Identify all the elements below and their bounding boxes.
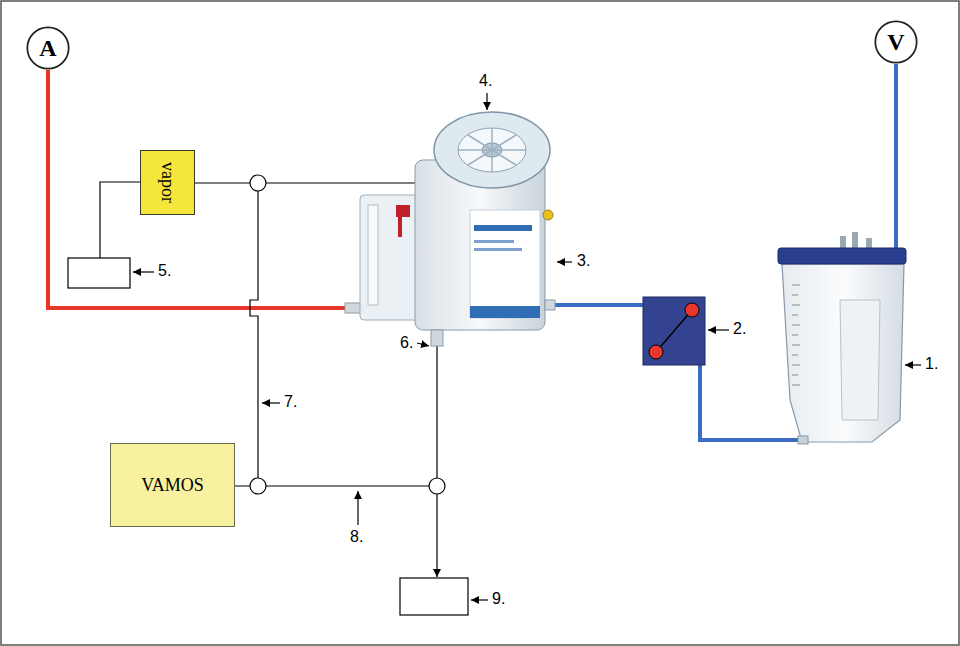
leader-arrow (708, 329, 729, 330)
reservoir-body (782, 264, 904, 442)
reservoir-filter (840, 300, 880, 420)
callout-number: 8. (350, 528, 363, 546)
leader-arrow (357, 491, 358, 525)
circle-shape (875, 21, 916, 62)
gas-line-7 (250, 191, 258, 478)
pump-roller-arm (656, 310, 692, 352)
node-label: V (887, 29, 904, 56)
scavenging-box (400, 578, 468, 615)
pump-roller (685, 303, 699, 317)
reservoir-lid (778, 248, 906, 264)
oxygenator-knob (543, 210, 553, 220)
blood-line (555, 303, 643, 307)
oxygenator-valve (398, 217, 402, 237)
exhaust-line (436, 346, 437, 577)
leader-arrow (133, 271, 154, 272)
pump-roller (649, 345, 663, 359)
callout-number: 5. (158, 262, 171, 280)
leader-arrow (486, 93, 487, 110)
oxygenator-port (431, 330, 443, 346)
leader-arrow (557, 261, 572, 262)
gas-line (100, 182, 140, 258)
pump-box (643, 297, 705, 365)
callout-number: 2. (733, 320, 746, 338)
oxygenator-cap (434, 112, 550, 188)
artery-circle: A (26, 26, 70, 70)
node-label: A (39, 35, 56, 62)
callout-number: 9. (492, 590, 505, 608)
leader-arrow (262, 402, 280, 403)
circle-outline (874, 20, 918, 64)
vamos-box: VAMOS (110, 443, 235, 527)
venous-line (894, 64, 898, 248)
node-label: vapor (157, 162, 178, 203)
node-label: VAMOS (141, 475, 204, 496)
blood-line (700, 365, 800, 440)
callout-number: 1. (925, 355, 938, 373)
callout-number: 6. (400, 334, 413, 352)
oxygenator-panel (470, 210, 540, 318)
reservoir-scale (792, 285, 800, 385)
oxygenator-housing (360, 195, 420, 320)
callout-number: 3. (577, 252, 590, 270)
reservoir-outlet (798, 436, 808, 444)
oxygenator-spokes (458, 128, 526, 172)
circle-outline (26, 26, 70, 70)
vein-circle: V (874, 20, 918, 64)
oxygenator-port (545, 300, 555, 310)
gas-line (195, 182, 434, 183)
leader-arrow (417, 343, 429, 346)
leader-arrow (905, 364, 921, 365)
callout-number: 7. (284, 393, 297, 411)
oxygenator-valve (396, 205, 410, 217)
callout-number: 4. (479, 72, 492, 90)
arterial-line (48, 70, 345, 308)
junction-valve (250, 175, 266, 191)
junction-valve (250, 478, 266, 494)
gas-source-box (68, 258, 130, 288)
junction-valve (429, 478, 445, 494)
oxygenator-stripe (474, 240, 514, 243)
oxygenator-stripe (474, 248, 522, 251)
vaporizer-box: vapor (140, 150, 195, 215)
oxygenator-cap (458, 128, 526, 172)
leader-arrow (471, 599, 488, 600)
oxygenator-stripe (474, 225, 532, 231)
oxygenator-stripe (470, 306, 540, 318)
reservoir-port (852, 232, 858, 250)
oxygenator-housing (368, 205, 378, 305)
circle-shape (27, 27, 68, 68)
